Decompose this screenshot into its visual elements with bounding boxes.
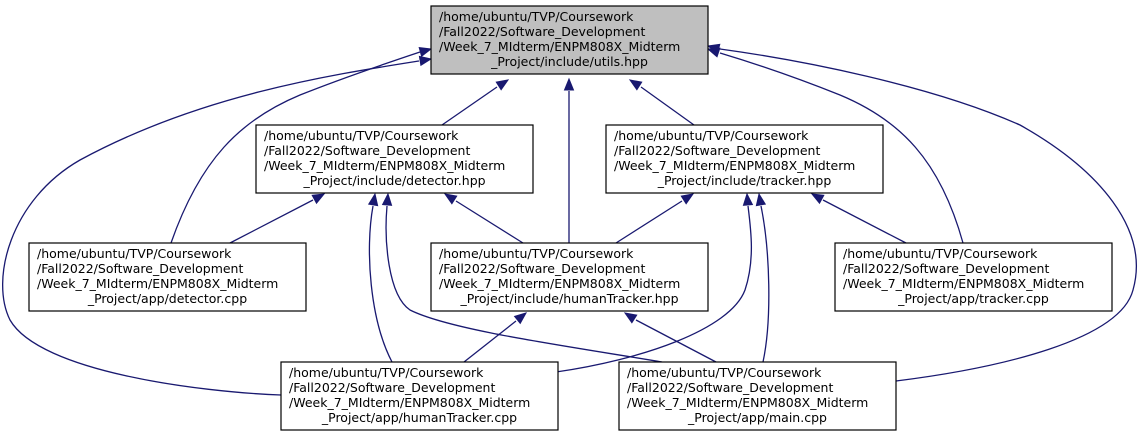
edge-detector_cpp-to-utils_hpp — [170, 46, 433, 244]
arrowhead — [367, 192, 379, 207]
node-label-line-4: _Project/include/utils.hpp — [490, 54, 648, 69]
node-label-line-2: /Fall2022/Software_Development — [843, 261, 1049, 276]
arrowhead — [513, 312, 528, 325]
node-label-line-2: /Fall2022/Software_Development — [37, 261, 243, 276]
edge-detector_cpp-to-detector_hpp — [229, 193, 326, 244]
edge-tracker_cpp-to-tracker_hpp — [810, 193, 907, 244]
node-label-line-2: /Fall2022/Software_Development — [289, 380, 495, 395]
node-utils-hpp: /home/ubuntu/TVP/Coursework/Fall2022/Sof… — [430, 5, 709, 75]
node-label-line-4: _Project/include/tracker.hpp — [657, 173, 832, 188]
node-label-line-2: /Fall2022/Software_Development — [439, 261, 645, 276]
arrowhead — [742, 192, 754, 206]
edge-line — [615, 200, 683, 244]
edge-line — [2, 60, 420, 396]
node-box — [28, 242, 307, 312]
node-box — [605, 124, 884, 194]
edge-humanTracker_cpp-to-detector_hpp — [367, 192, 393, 363]
node-label-line-1: /home/ubuntu/TVP/Coursework — [37, 246, 232, 261]
node-label-line-2: /Fall2022/Software_Development — [627, 380, 833, 395]
edge-line — [455, 200, 524, 244]
node-label-line-3: /Week_7_MIdterm/ENPM808X_Midterm — [439, 39, 680, 54]
node-label-line-4: _Project/include/detector.hpp — [302, 173, 485, 188]
node-tracker-cpp[interactable]: /home/ubuntu/TVP/Coursework/Fall2022/Sof… — [834, 242, 1113, 312]
node-label-line-1: /home/ubuntu/TVP/Coursework — [614, 128, 809, 143]
edge-humanTracker_hpp-to-detector_hpp — [443, 193, 524, 244]
edge-humanTracker_hpp-to-utils_hpp — [563, 77, 575, 243]
arrowhead — [563, 77, 575, 91]
node-box — [430, 5, 709, 75]
edge-line — [441, 86, 498, 126]
node-box — [255, 124, 534, 194]
node-label-line-4: _Project/app/main.cpp — [687, 410, 827, 425]
node-label-line-3: /Week_7_MIdterm/ENPM808X_Midterm — [843, 276, 1084, 291]
edge-line — [463, 320, 517, 363]
node-humanTracker-hpp[interactable]: /home/ubuntu/TVP/Coursework/Fall2022/Sof… — [430, 242, 709, 312]
node-label-line-2: /Fall2022/Software_Development — [264, 143, 470, 158]
arrowhead — [381, 192, 393, 206]
node-label-line-2: /Fall2022/Software_Development — [439, 24, 645, 39]
edge-line — [822, 199, 907, 244]
node-main-cpp[interactable]: /home/ubuntu/TVP/Coursework/Fall2022/Sof… — [618, 361, 897, 431]
node-label-line-4: _Project/include/humanTracker.hpp — [459, 291, 678, 306]
node-label-line-3: /Week_7_MIdterm/ENPM808X_Midterm — [439, 276, 680, 291]
arrowhead — [623, 312, 638, 324]
node-label-line-4: _Project/app/tracker.cpp — [897, 291, 1049, 306]
edge-humanTracker_cpp-to-humanTracker_hpp — [463, 312, 528, 363]
node-box — [280, 361, 559, 431]
node-label-line-1: /home/ubuntu/TVP/Coursework — [627, 365, 822, 380]
node-label-line-3: /Week_7_MIdterm/ENPM808X_Midterm — [627, 395, 868, 410]
node-box — [834, 242, 1113, 312]
node-label-line-4: _Project/app/detector.cpp — [87, 291, 247, 306]
arrowhead — [680, 193, 695, 205]
edge-line — [719, 48, 1137, 382]
arrowhead — [628, 79, 643, 91]
node-label-line-1: /home/ubuntu/TVP/Coursework — [289, 365, 484, 380]
edge-main_cpp-to-detector_hpp — [381, 192, 663, 363]
arrowhead — [706, 43, 721, 54]
node-label-line-4: _Project/app/humanTracker.cpp — [321, 410, 517, 425]
node-label-line-1: /home/ubuntu/TVP/Coursework — [843, 246, 1038, 261]
arrowhead — [810, 193, 825, 205]
edge-humanTracker_cpp-to-utils_hpp — [2, 55, 433, 396]
node-label-line-2: /Fall2022/Software_Development — [614, 143, 820, 158]
edge-line — [635, 319, 717, 363]
edge-detector_hpp-to-utils_hpp — [441, 79, 510, 126]
arrowhead — [495, 79, 510, 91]
edge-line — [170, 51, 421, 244]
edge-tracker_hpp-to-utils_hpp — [628, 79, 695, 126]
arrowhead — [418, 46, 433, 58]
arrowhead — [755, 192, 767, 207]
edge-humanTracker_hpp-to-tracker_hpp — [615, 193, 695, 244]
edge-line — [719, 52, 964, 244]
edge-line — [385, 205, 663, 363]
node-box — [618, 361, 897, 431]
edge-line — [555, 205, 753, 373]
node-box — [430, 242, 709, 312]
node-humanTracker-cpp[interactable]: /home/ubuntu/TVP/Coursework/Fall2022/Sof… — [280, 361, 559, 431]
node-detector-hpp[interactable]: /home/ubuntu/TVP/Coursework/Fall2022/Sof… — [255, 124, 534, 194]
node-label-line-1: /home/ubuntu/TVP/Coursework — [439, 246, 634, 261]
edge-line — [640, 86, 695, 126]
arrowhead — [443, 193, 458, 205]
edge-main_cpp-to-tracker_hpp — [755, 192, 770, 363]
node-label-line-3: /Week_7_MIdterm/ENPM808X_Midterm — [37, 276, 278, 291]
edge-line — [229, 199, 314, 244]
edge-humanTracker_cpp-to-tracker_hpp — [555, 192, 754, 373]
edges-layer — [2, 43, 1137, 396]
node-detector-cpp[interactable]: /home/ubuntu/TVP/Coursework/Fall2022/Sof… — [28, 242, 307, 312]
edge-main_cpp-to-humanTracker_hpp — [623, 312, 717, 363]
nodes-layer: /home/ubuntu/TVP/Coursework/Fall2022/Sof… — [28, 5, 1113, 431]
edge-main_cpp-to-utils_hpp — [706, 43, 1137, 382]
node-label-line-3: /Week_7_MIdterm/ENPM808X_Midterm — [264, 158, 505, 173]
node-label-line-3: /Week_7_MIdterm/ENPM808X_Midterm — [289, 395, 530, 410]
node-label-line-3: /Week_7_MIdterm/ENPM808X_Midterm — [614, 158, 855, 173]
arrowhead — [418, 55, 433, 67]
node-label-line-1: /home/ubuntu/TVP/Coursework — [264, 128, 459, 143]
node-tracker-hpp[interactable]: /home/ubuntu/TVP/Coursework/Fall2022/Sof… — [605, 124, 884, 194]
arrowhead — [311, 193, 326, 205]
edge-line — [760, 205, 770, 363]
edge-line — [368, 205, 393, 363]
node-label-line-1: /home/ubuntu/TVP/Coursework — [439, 9, 634, 24]
